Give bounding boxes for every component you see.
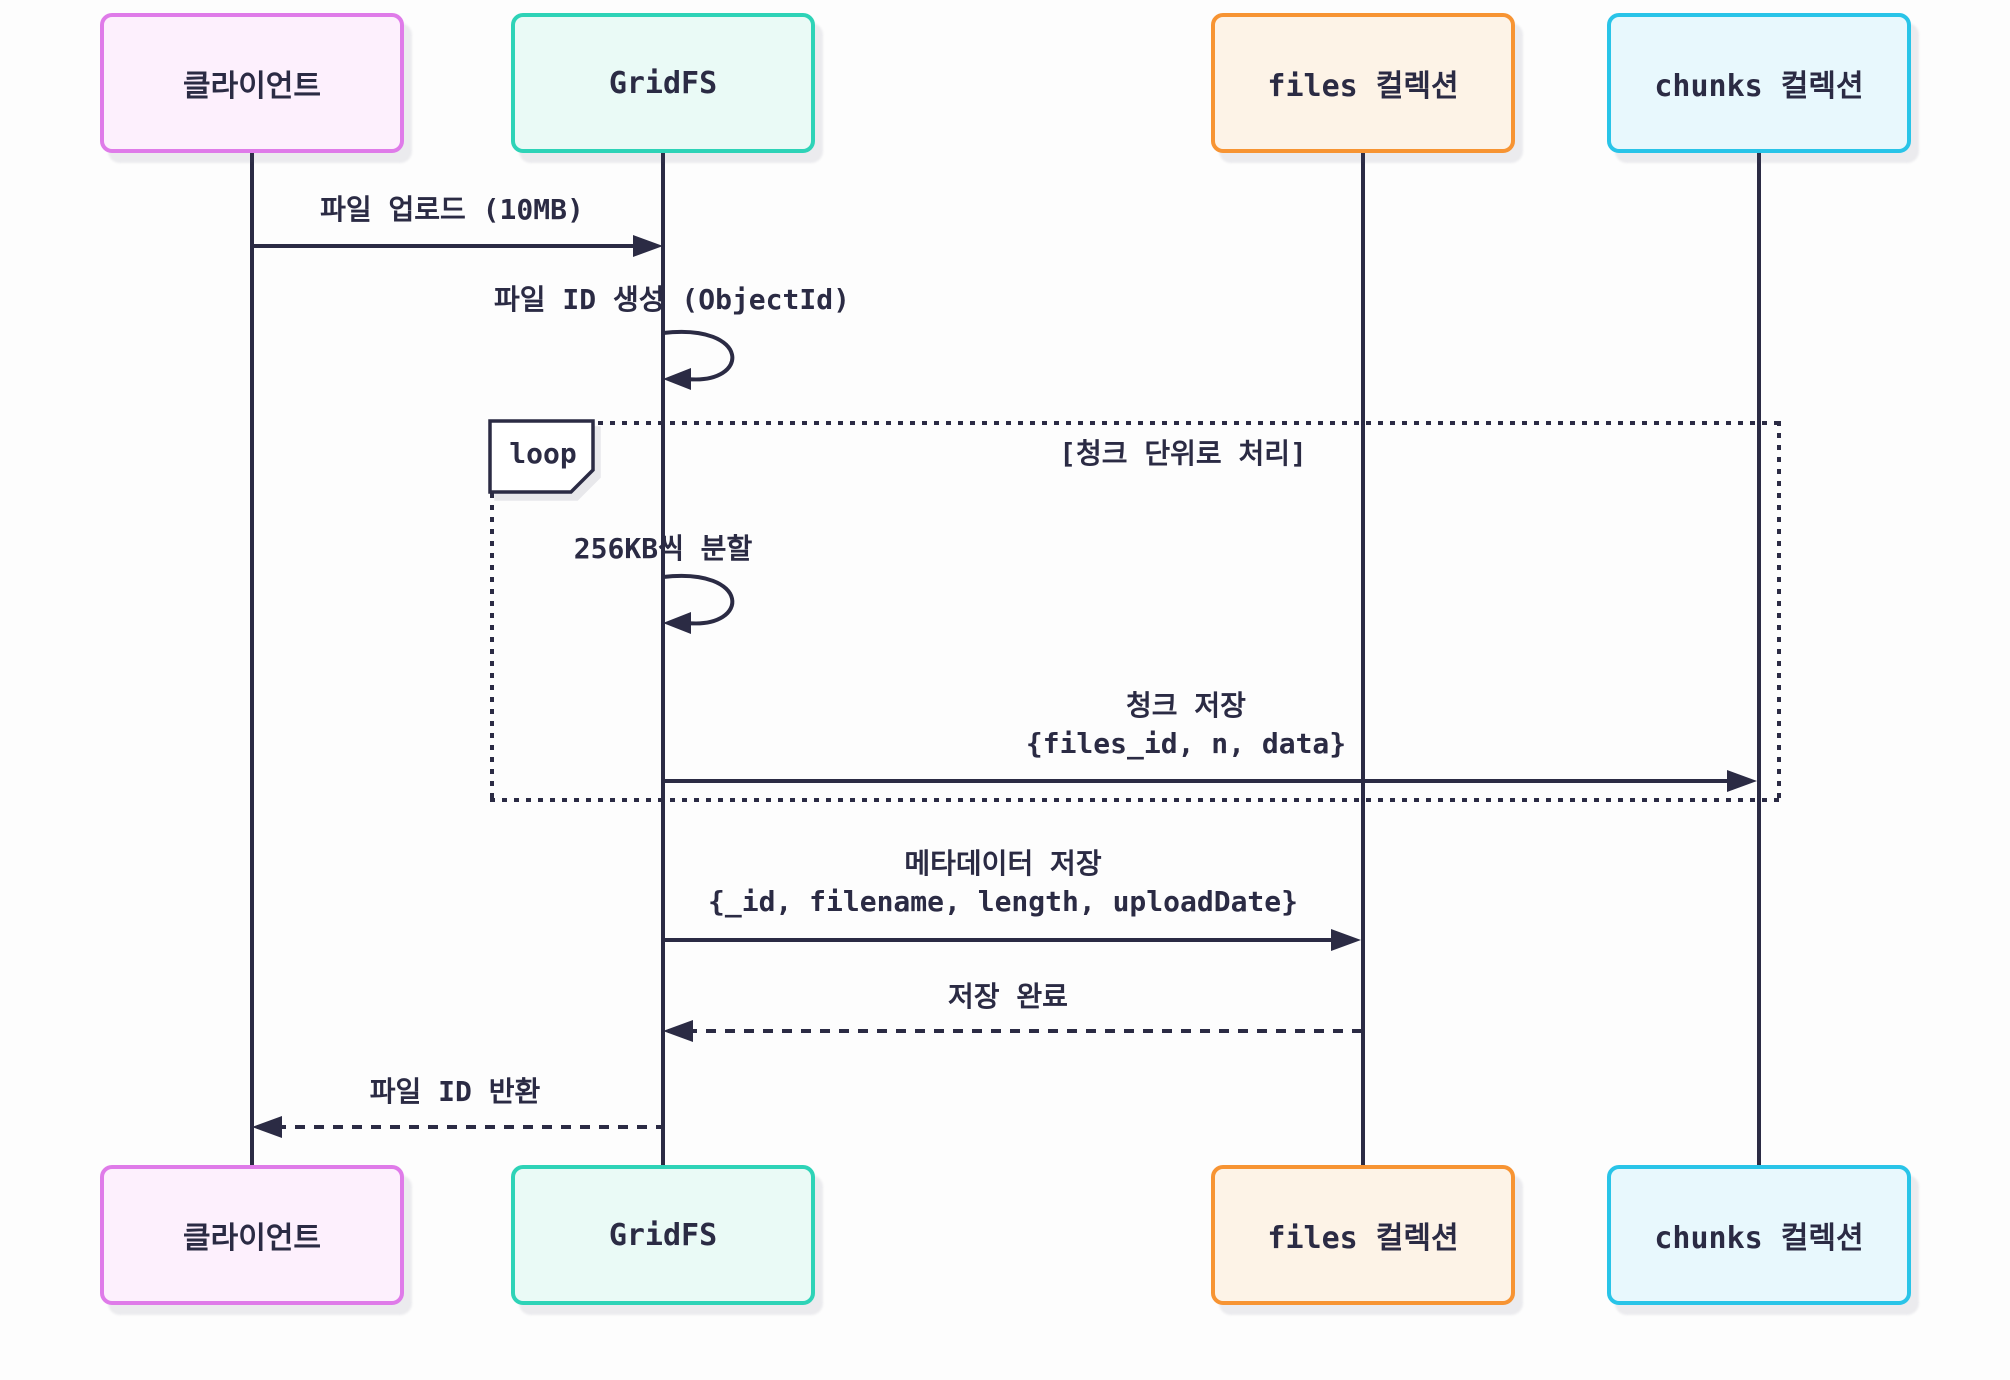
message-upload-line bbox=[252, 244, 638, 248]
participant-label: GridFS bbox=[608, 1217, 718, 1253]
message-save-chunk-line bbox=[663, 779, 1729, 783]
participant-label: GridFS bbox=[608, 65, 718, 101]
message-save-chunk-text: 청크 저장 {files_id, n, data} bbox=[1026, 687, 1346, 763]
loop-frame: loop [청크 단위로 처리] bbox=[488, 419, 1781, 802]
message-generate-id-text: 파일 ID 생성 (ObjectId) bbox=[494, 283, 850, 316]
message-save-chunk-line1: 청크 저장 bbox=[1126, 689, 1246, 722]
message-return-id-arrowhead bbox=[252, 1116, 282, 1138]
loop-condition: [청크 단위로 처리] bbox=[1059, 437, 1307, 470]
participant-label: chunks 컬렉션 bbox=[1654, 69, 1864, 104]
participant-top-files: files 컬렉션 bbox=[1211, 13, 1515, 153]
loop-border-right bbox=[1777, 421, 1781, 802]
participant-label: 클라이언트 bbox=[183, 1221, 321, 1256]
loop-border-left bbox=[490, 421, 494, 802]
message-return-id-line bbox=[257, 1125, 663, 1129]
loop-label: loop bbox=[509, 437, 577, 470]
message-save-chunk-arrowhead bbox=[1727, 770, 1757, 792]
message-save-done-line bbox=[668, 1029, 1363, 1033]
participant-bottom-files: files 컬렉션 bbox=[1211, 1165, 1515, 1305]
message-save-chunk-line2: {files_id, n, data} bbox=[1025, 727, 1347, 760]
message-save-meta-line1: 메타데이터 저장 bbox=[904, 847, 1102, 880]
participant-bottom-client: 클라이언트 bbox=[100, 1165, 404, 1305]
message-save-meta-arrowhead bbox=[1331, 929, 1361, 951]
message-save-done-arrowhead bbox=[663, 1020, 693, 1042]
message-return-id-text: 파일 ID 반환 bbox=[369, 1075, 541, 1108]
message-save-done-text: 저장 완료 bbox=[948, 980, 1068, 1013]
participant-top-client: 클라이언트 bbox=[100, 13, 404, 153]
participant-label: files 컬렉션 bbox=[1267, 1221, 1459, 1256]
participant-bottom-gridfs: GridFS bbox=[511, 1165, 815, 1305]
loop-border-bottom bbox=[490, 798, 1781, 802]
lifeline-files bbox=[1361, 152, 1365, 1166]
participant-bottom-chunks: chunks 컬렉션 bbox=[1607, 1165, 1911, 1305]
message-upload-arrowhead bbox=[633, 235, 663, 257]
message-upload-text: 파일 업로드 (10MB) bbox=[320, 193, 584, 226]
message-split-text: 256KB씩 분할 bbox=[573, 532, 753, 565]
participant-label: chunks 컬렉션 bbox=[1654, 1221, 1864, 1256]
message-save-meta-line bbox=[663, 938, 1333, 942]
message-save-meta-line2: {_id, filename, length, uploadDate} bbox=[707, 885, 1299, 918]
loop-label-box bbox=[488, 419, 595, 494]
message-save-meta-text: 메타데이터 저장 {_id, filename, length, uploadD… bbox=[708, 845, 1298, 921]
self-loop-arrow-split bbox=[662, 573, 735, 634]
participant-label: 클라이언트 bbox=[183, 69, 321, 104]
participant-top-gridfs: GridFS bbox=[511, 13, 815, 153]
participant-label: files 컬렉션 bbox=[1267, 69, 1459, 104]
loop-border-top bbox=[490, 421, 1781, 425]
participant-top-chunks: chunks 컬렉션 bbox=[1607, 13, 1911, 153]
lifeline-client bbox=[250, 152, 254, 1166]
lifeline-chunks bbox=[1757, 152, 1761, 1166]
self-loop-arrow-generate-id bbox=[662, 329, 735, 390]
lifeline-gridfs bbox=[661, 152, 665, 1166]
